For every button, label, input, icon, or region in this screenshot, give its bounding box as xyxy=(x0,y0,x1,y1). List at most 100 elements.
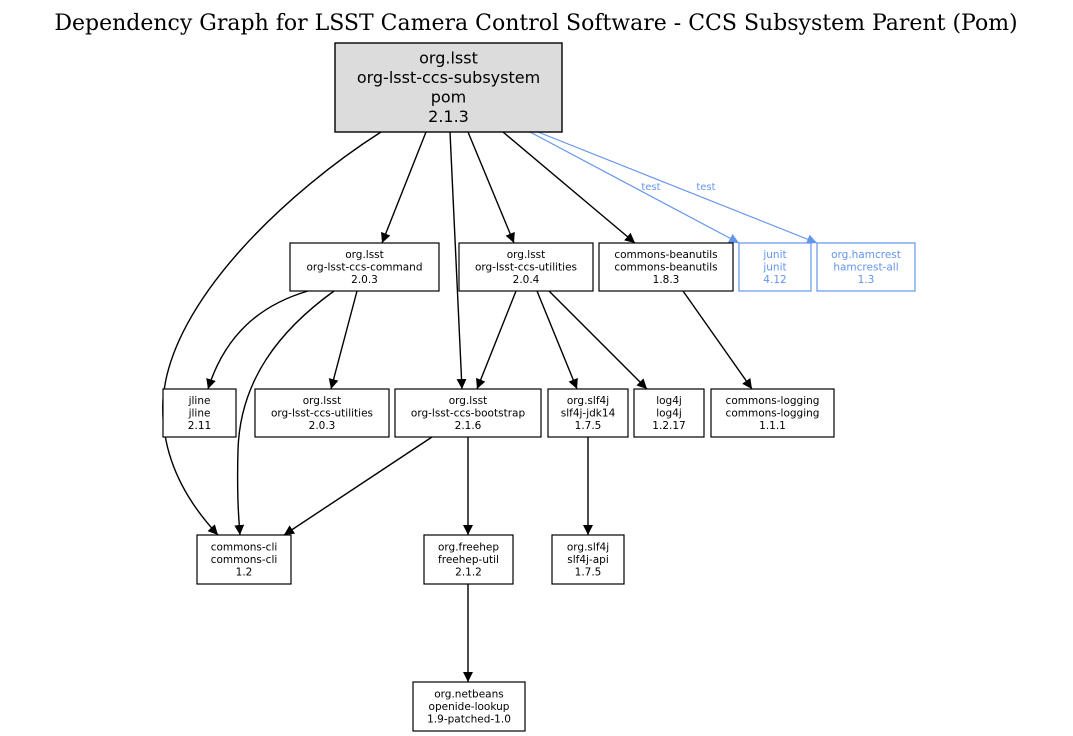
node-artifact-id: hamcrest-all xyxy=(833,262,898,274)
node-artifact-id: org-lsst-ccs-utilities xyxy=(271,408,373,420)
edge-root-to-command xyxy=(381,131,427,244)
node-box xyxy=(816,242,916,292)
edge-command-to-utilities203 xyxy=(328,290,358,390)
edge-utilities204-to-log4j xyxy=(548,290,648,390)
node-version: 1.7.5 xyxy=(575,420,602,432)
node-box xyxy=(738,242,812,292)
edge-root-to-bootstrap xyxy=(449,131,467,390)
node-version: 2.0.3 xyxy=(351,274,378,286)
edge-root-to-junit xyxy=(529,131,740,244)
node-artifact-id: junit xyxy=(762,262,786,274)
node-box xyxy=(710,388,835,438)
node-artifact-id: commons-cli xyxy=(211,554,278,566)
node-version: 4.12 xyxy=(763,274,786,286)
node-group-id: org.lsst xyxy=(345,249,384,261)
edge-root-to-utilities204 xyxy=(467,131,515,244)
edge-command-to-cli xyxy=(234,290,335,536)
node-box xyxy=(254,388,390,438)
node-artifact-id: org-lsst-ccs-bootstrap xyxy=(411,408,526,420)
node-box xyxy=(551,534,625,585)
node-box xyxy=(412,681,526,732)
node-version: 2.1.2 xyxy=(455,567,482,579)
node-group-id: commons-logging xyxy=(726,395,820,407)
node-group-id: commons-cli xyxy=(211,542,278,554)
node-group-id: org.lsst xyxy=(303,395,342,407)
edge-label-junit: test xyxy=(641,182,660,193)
node-artifact-id: org-lsst-ccs-command xyxy=(307,262,423,274)
node-box xyxy=(547,388,629,438)
node-version: 1.9-patched-1.0 xyxy=(427,714,511,726)
node-version: 2.1.3 xyxy=(428,107,469,126)
node-artifact-id: openide-lookup xyxy=(429,701,510,713)
edge-root-to-cli xyxy=(162,131,382,536)
node-group-id: commons-beanutils xyxy=(614,249,717,261)
node-version: 2.11 xyxy=(188,420,211,432)
node-box xyxy=(458,242,594,292)
node-group-id: org.slf4j xyxy=(567,395,609,407)
node-group-id: org.freehep xyxy=(438,542,499,554)
node-packaging: pom xyxy=(431,88,467,107)
node-artifact-id: log4j xyxy=(656,408,682,420)
edge-root-to-beanutils xyxy=(502,131,636,244)
node-box xyxy=(162,388,237,438)
edge-beanutils-to-logging xyxy=(682,290,753,390)
nodes-layer: org.lsstorg-lsst-ccs-subsystempom2.1.3or… xyxy=(162,42,916,732)
node-netbeans[interactable]: org.netbeansopenide-lookup1.9-patched-1.… xyxy=(412,681,526,732)
node-group-id: org.lsst xyxy=(507,249,546,261)
node-group-id: org.lsst xyxy=(449,395,488,407)
node-artifact-id: org-lsst-ccs-utilities xyxy=(475,262,577,274)
node-version: 1.7.5 xyxy=(575,567,602,579)
node-artifact-id: slf4j-api xyxy=(567,554,609,566)
node-box xyxy=(196,534,292,585)
node-group-id: org.hamcrest xyxy=(831,249,901,261)
node-group-id: org.netbeans xyxy=(434,689,503,701)
edge-root-to-hamcrest xyxy=(537,131,818,244)
edge-utilities204-to-slf4jjdk xyxy=(536,290,578,390)
node-group-id: junit xyxy=(762,249,786,261)
node-box xyxy=(334,42,563,133)
node-box xyxy=(423,534,514,585)
node-version: 1.8.3 xyxy=(653,274,680,286)
node-version: 2.0.4 xyxy=(513,274,540,286)
edge-label-hamcrest: test xyxy=(696,182,715,193)
node-version: 1.2.17 xyxy=(652,420,685,432)
edge-command-to-jline xyxy=(206,290,309,390)
node-version: 2.0.3 xyxy=(309,420,336,432)
node-version: 1.1.1 xyxy=(759,420,786,432)
edge-bootstrap-to-cli xyxy=(283,436,433,536)
edge-utilities204-to-bootstrap xyxy=(476,290,517,390)
node-artifact-id: commons-logging xyxy=(726,408,820,420)
node-version: 2.1.6 xyxy=(455,420,482,432)
node-group-id: org.lsst xyxy=(419,49,478,68)
node-box xyxy=(394,388,542,438)
node-group-id: jline xyxy=(188,395,211,407)
node-box xyxy=(598,242,734,292)
edges-layer: test test xyxy=(162,131,818,682)
node-artifact-id: commons-beanutils xyxy=(614,262,717,274)
node-version: 1.3 xyxy=(858,274,875,286)
graph-title: Dependency Graph for LSST Camera Control… xyxy=(54,11,1017,36)
node-artifact-id: freehep-util xyxy=(438,554,499,566)
node-group-id: org.slf4j xyxy=(567,542,609,554)
node-artifact-id: jline xyxy=(188,408,211,420)
node-artifact-id: slf4j-jdk14 xyxy=(561,408,616,420)
node-group-id: log4j xyxy=(656,395,682,407)
node-artifact-id: org-lsst-ccs-subsystem xyxy=(357,68,540,87)
node-box xyxy=(289,242,440,292)
